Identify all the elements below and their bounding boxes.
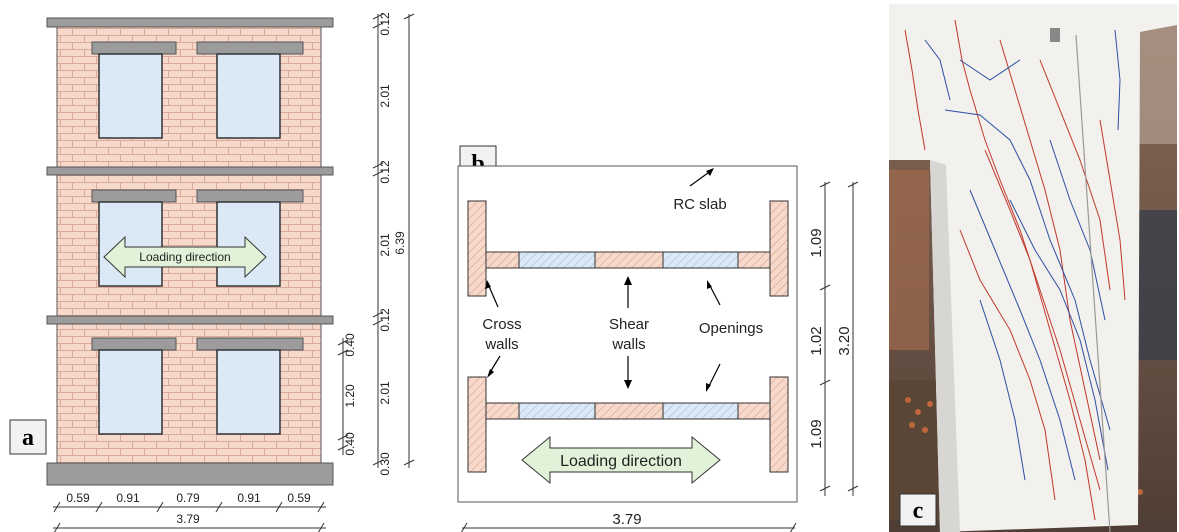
- sensor-cable: [1075, 34, 1111, 532]
- dim-label: 0.59: [287, 491, 311, 505]
- cross-wall: [769, 376, 789, 473]
- dim-label: 0.12: [378, 160, 392, 184]
- window: [216, 349, 281, 435]
- lintel: [91, 41, 177, 55]
- panel-b-plan: b: [457, 145, 859, 532]
- dimension-ticks: [819, 181, 859, 492]
- shear-walls-label: Shear: [609, 316, 649, 333]
- window: [216, 53, 281, 139]
- dim-label: 0.79: [176, 491, 200, 505]
- loading-direction-text: Loading direction: [139, 250, 230, 264]
- shear-wall: [594, 251, 664, 269]
- opening: [662, 251, 739, 269]
- dim-label-overall: 6.39: [393, 231, 407, 255]
- rc-slab-label: RC slab: [673, 196, 726, 213]
- panel-label-box: [899, 493, 937, 527]
- dimension-ticks: [53, 501, 325, 532]
- floor-slab-1: [46, 315, 334, 325]
- loading-direction-arrow: [103, 235, 267, 279]
- lintel: [91, 337, 177, 351]
- shear-walls-label: walls: [611, 336, 645, 353]
- floor-slab-2: [46, 166, 334, 176]
- cross-walls-label: Cross: [482, 316, 521, 333]
- annotation-arrows: [485, 168, 721, 392]
- cross-walls-label: walls: [484, 336, 518, 353]
- loading-direction-text: Loading direction: [560, 453, 682, 470]
- panel-label-box: [9, 419, 47, 455]
- openings-label: Openings: [699, 320, 763, 337]
- dim-label: 2.01: [378, 233, 392, 257]
- lintel: [196, 41, 304, 55]
- shear-wall: [737, 251, 771, 269]
- dim-label: 2.01: [378, 381, 392, 405]
- opening: [662, 402, 739, 420]
- crack-pattern: [904, 19, 1126, 521]
- dimension-ticks: [461, 522, 797, 532]
- shear-wall: [485, 402, 520, 420]
- foundation: [46, 462, 334, 486]
- wall-line-bottom: [467, 376, 789, 473]
- lintel: [196, 337, 304, 351]
- shear-wall: [594, 402, 664, 420]
- dim-label-overall: 3.20: [836, 326, 853, 355]
- panel-a-elevation: Loading direction a 0.12 2.01 0.12: [9, 12, 415, 532]
- panel-c-photo: c: [889, 4, 1177, 532]
- dim-label: 1.09: [808, 419, 825, 448]
- roof-slab: [46, 17, 334, 28]
- dim-label: 0.91: [237, 491, 261, 505]
- dim-label: 0.30: [378, 452, 392, 476]
- cross-wall: [467, 376, 487, 473]
- dim-label: 0.91: [116, 491, 140, 505]
- dim-label: 2.01: [378, 84, 392, 108]
- window: [98, 201, 163, 287]
- shear-wall: [485, 251, 520, 269]
- sensor: [1050, 28, 1060, 42]
- dim-label-total: 3.79: [176, 512, 200, 526]
- dim-label: 1.02: [808, 326, 825, 355]
- rc-slab-outline: [457, 165, 798, 503]
- dim-label: 0.12: [378, 308, 392, 332]
- panel-label-a: a: [22, 425, 34, 451]
- lintel: [196, 189, 304, 203]
- window: [98, 53, 163, 139]
- panel-label-c: c: [913, 498, 924, 524]
- shear-wall: [737, 402, 771, 420]
- dim-label: 0.40: [343, 432, 357, 456]
- lintel: [91, 189, 177, 203]
- cross-wall: [467, 200, 487, 297]
- dim-label: 0.59: [66, 491, 90, 505]
- dim-label: 1.20: [343, 384, 357, 408]
- opening: [518, 402, 596, 420]
- opening: [518, 251, 596, 269]
- dim-label: 0.40: [343, 333, 357, 357]
- loading-direction-arrow: [521, 435, 721, 485]
- cross-wall: [769, 200, 789, 297]
- window: [98, 349, 163, 435]
- dim-label: 1.09: [808, 228, 825, 257]
- dim-label: 0.12: [378, 12, 392, 36]
- wall-line-top: [467, 200, 789, 297]
- dim-label-total: 3.79: [612, 511, 641, 528]
